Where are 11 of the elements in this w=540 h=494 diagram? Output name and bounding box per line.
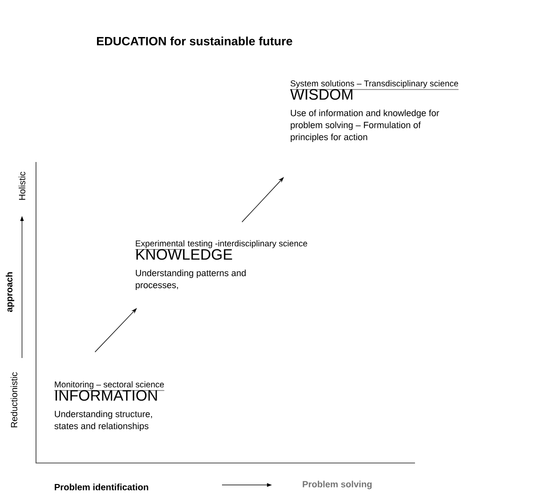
stage-text: Monitoring – sectoral science INFORMATION Understanding structure, states and relationships	[54, 381, 164, 431]
arrow	[242, 177, 284, 222]
axis-label: Reductionistic	[10, 372, 18, 428]
arrow	[94, 308, 137, 352]
axis-label: Problem solving	[302, 480, 372, 490]
title: EDUCATION for sustainable future	[97, 36, 292, 46]
stage-text: System solutions – Transdisciplinary science WISDOM Use of information and knowledge for problem solving – Formulation of principles for action	[290, 80, 459, 142]
stage-text: Experimental testing -interdisciplinary science KNOWLEDGE Understanding patterns and processes,	[135, 240, 308, 290]
axis-label: Holistic	[18, 172, 26, 200]
axis-label: Problem identification	[54, 484, 148, 490]
axis-label: approach	[6, 272, 14, 312]
